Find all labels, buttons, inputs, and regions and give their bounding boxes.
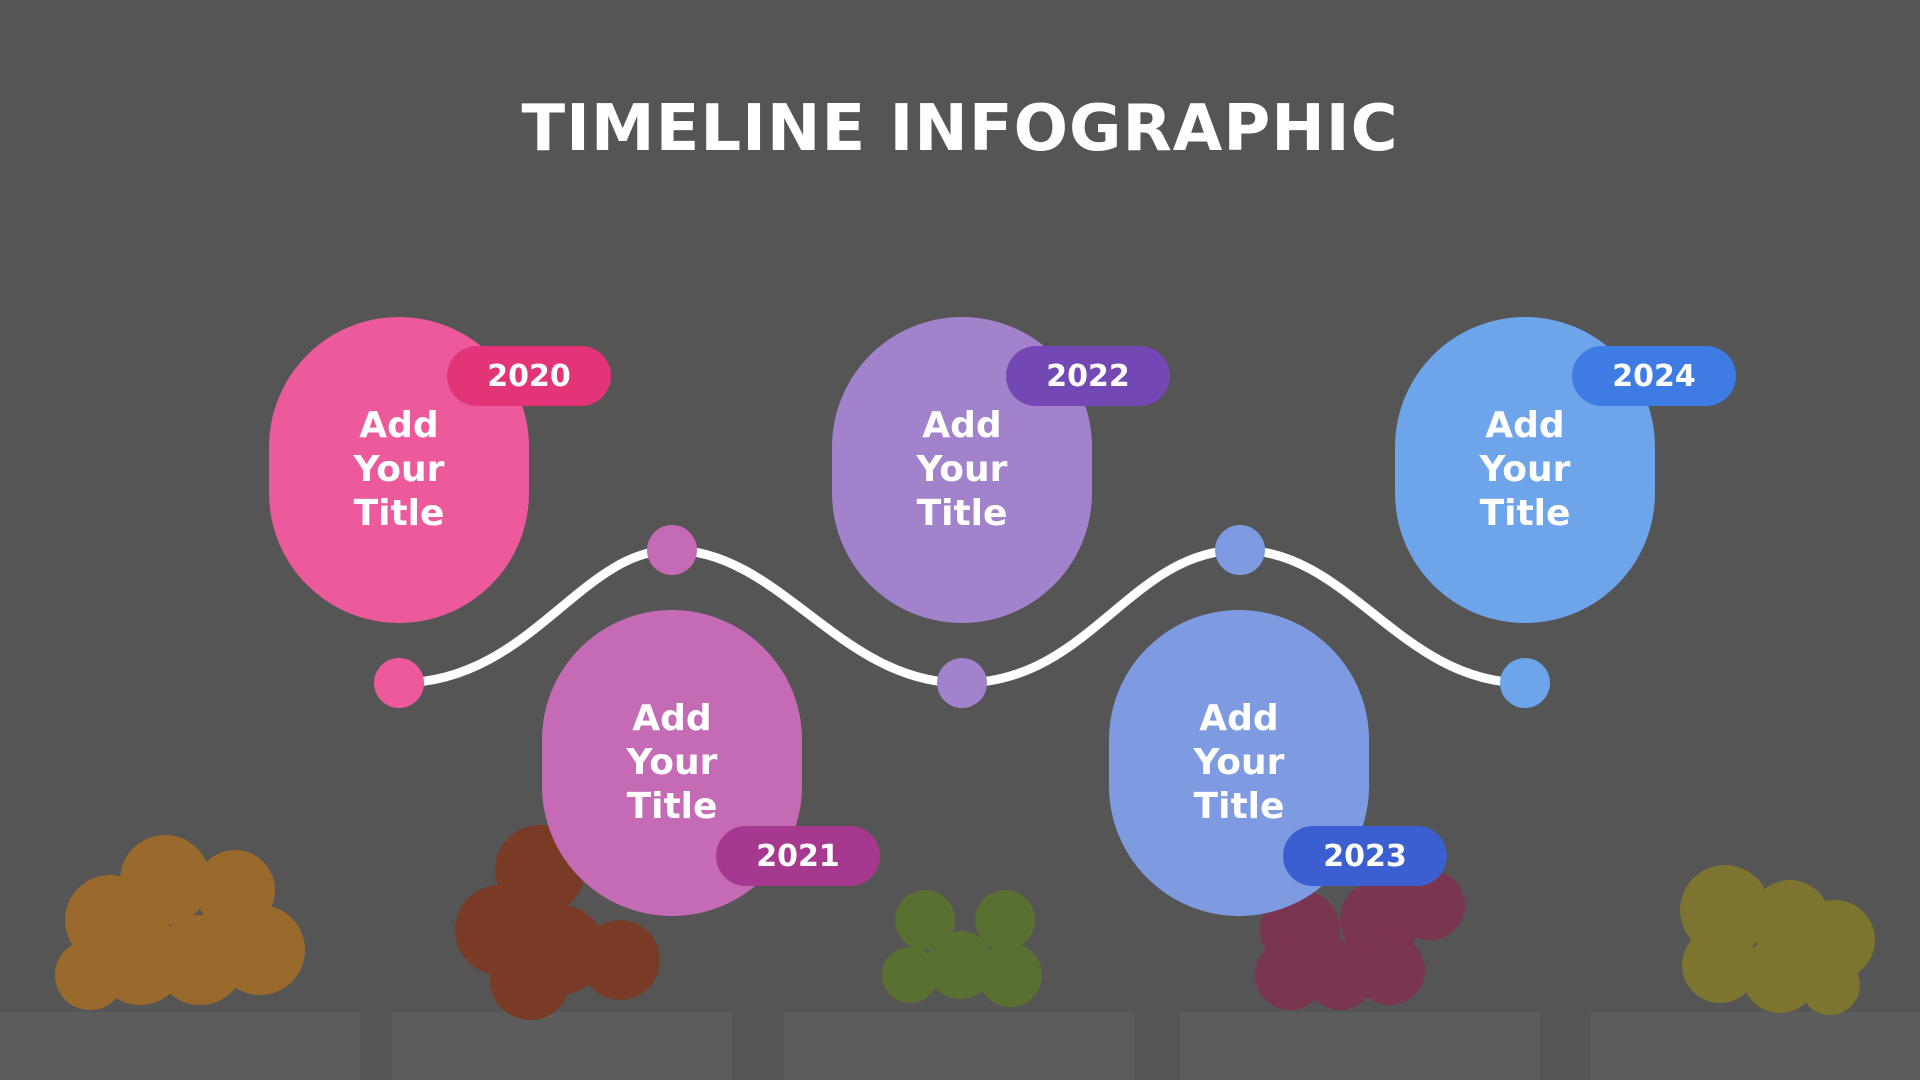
milestone-title: Add Your Title <box>626 698 718 827</box>
timeline-dot-2020 <box>374 658 424 708</box>
timeline-dot-2022 <box>937 658 987 708</box>
milestone-title: Add Your Title <box>916 405 1008 534</box>
milestone-title: Add Your Title <box>1479 405 1571 534</box>
year-badge-2020: 2020 <box>447 346 611 406</box>
milestone-bubble-2021: Add Your Title <box>542 610 802 916</box>
milestone-title: Add Your Title <box>1193 698 1285 827</box>
timeline-dot-2023 <box>1215 525 1265 575</box>
milestone-title: Add Your Title <box>353 405 445 534</box>
year-badge-2023: 2023 <box>1283 826 1447 886</box>
page-title: TIMELINE INFOGRAPHIC <box>521 92 1399 166</box>
year-badge-2022: 2022 <box>1006 346 1170 406</box>
year-badge-2024: 2024 <box>1572 346 1736 406</box>
milestone-bubble-2024: Add Your Title <box>1395 317 1655 623</box>
timeline-dot-2024 <box>1500 658 1550 708</box>
year-badge-2021: 2021 <box>716 826 880 886</box>
timeline-dot-2021 <box>647 525 697 575</box>
